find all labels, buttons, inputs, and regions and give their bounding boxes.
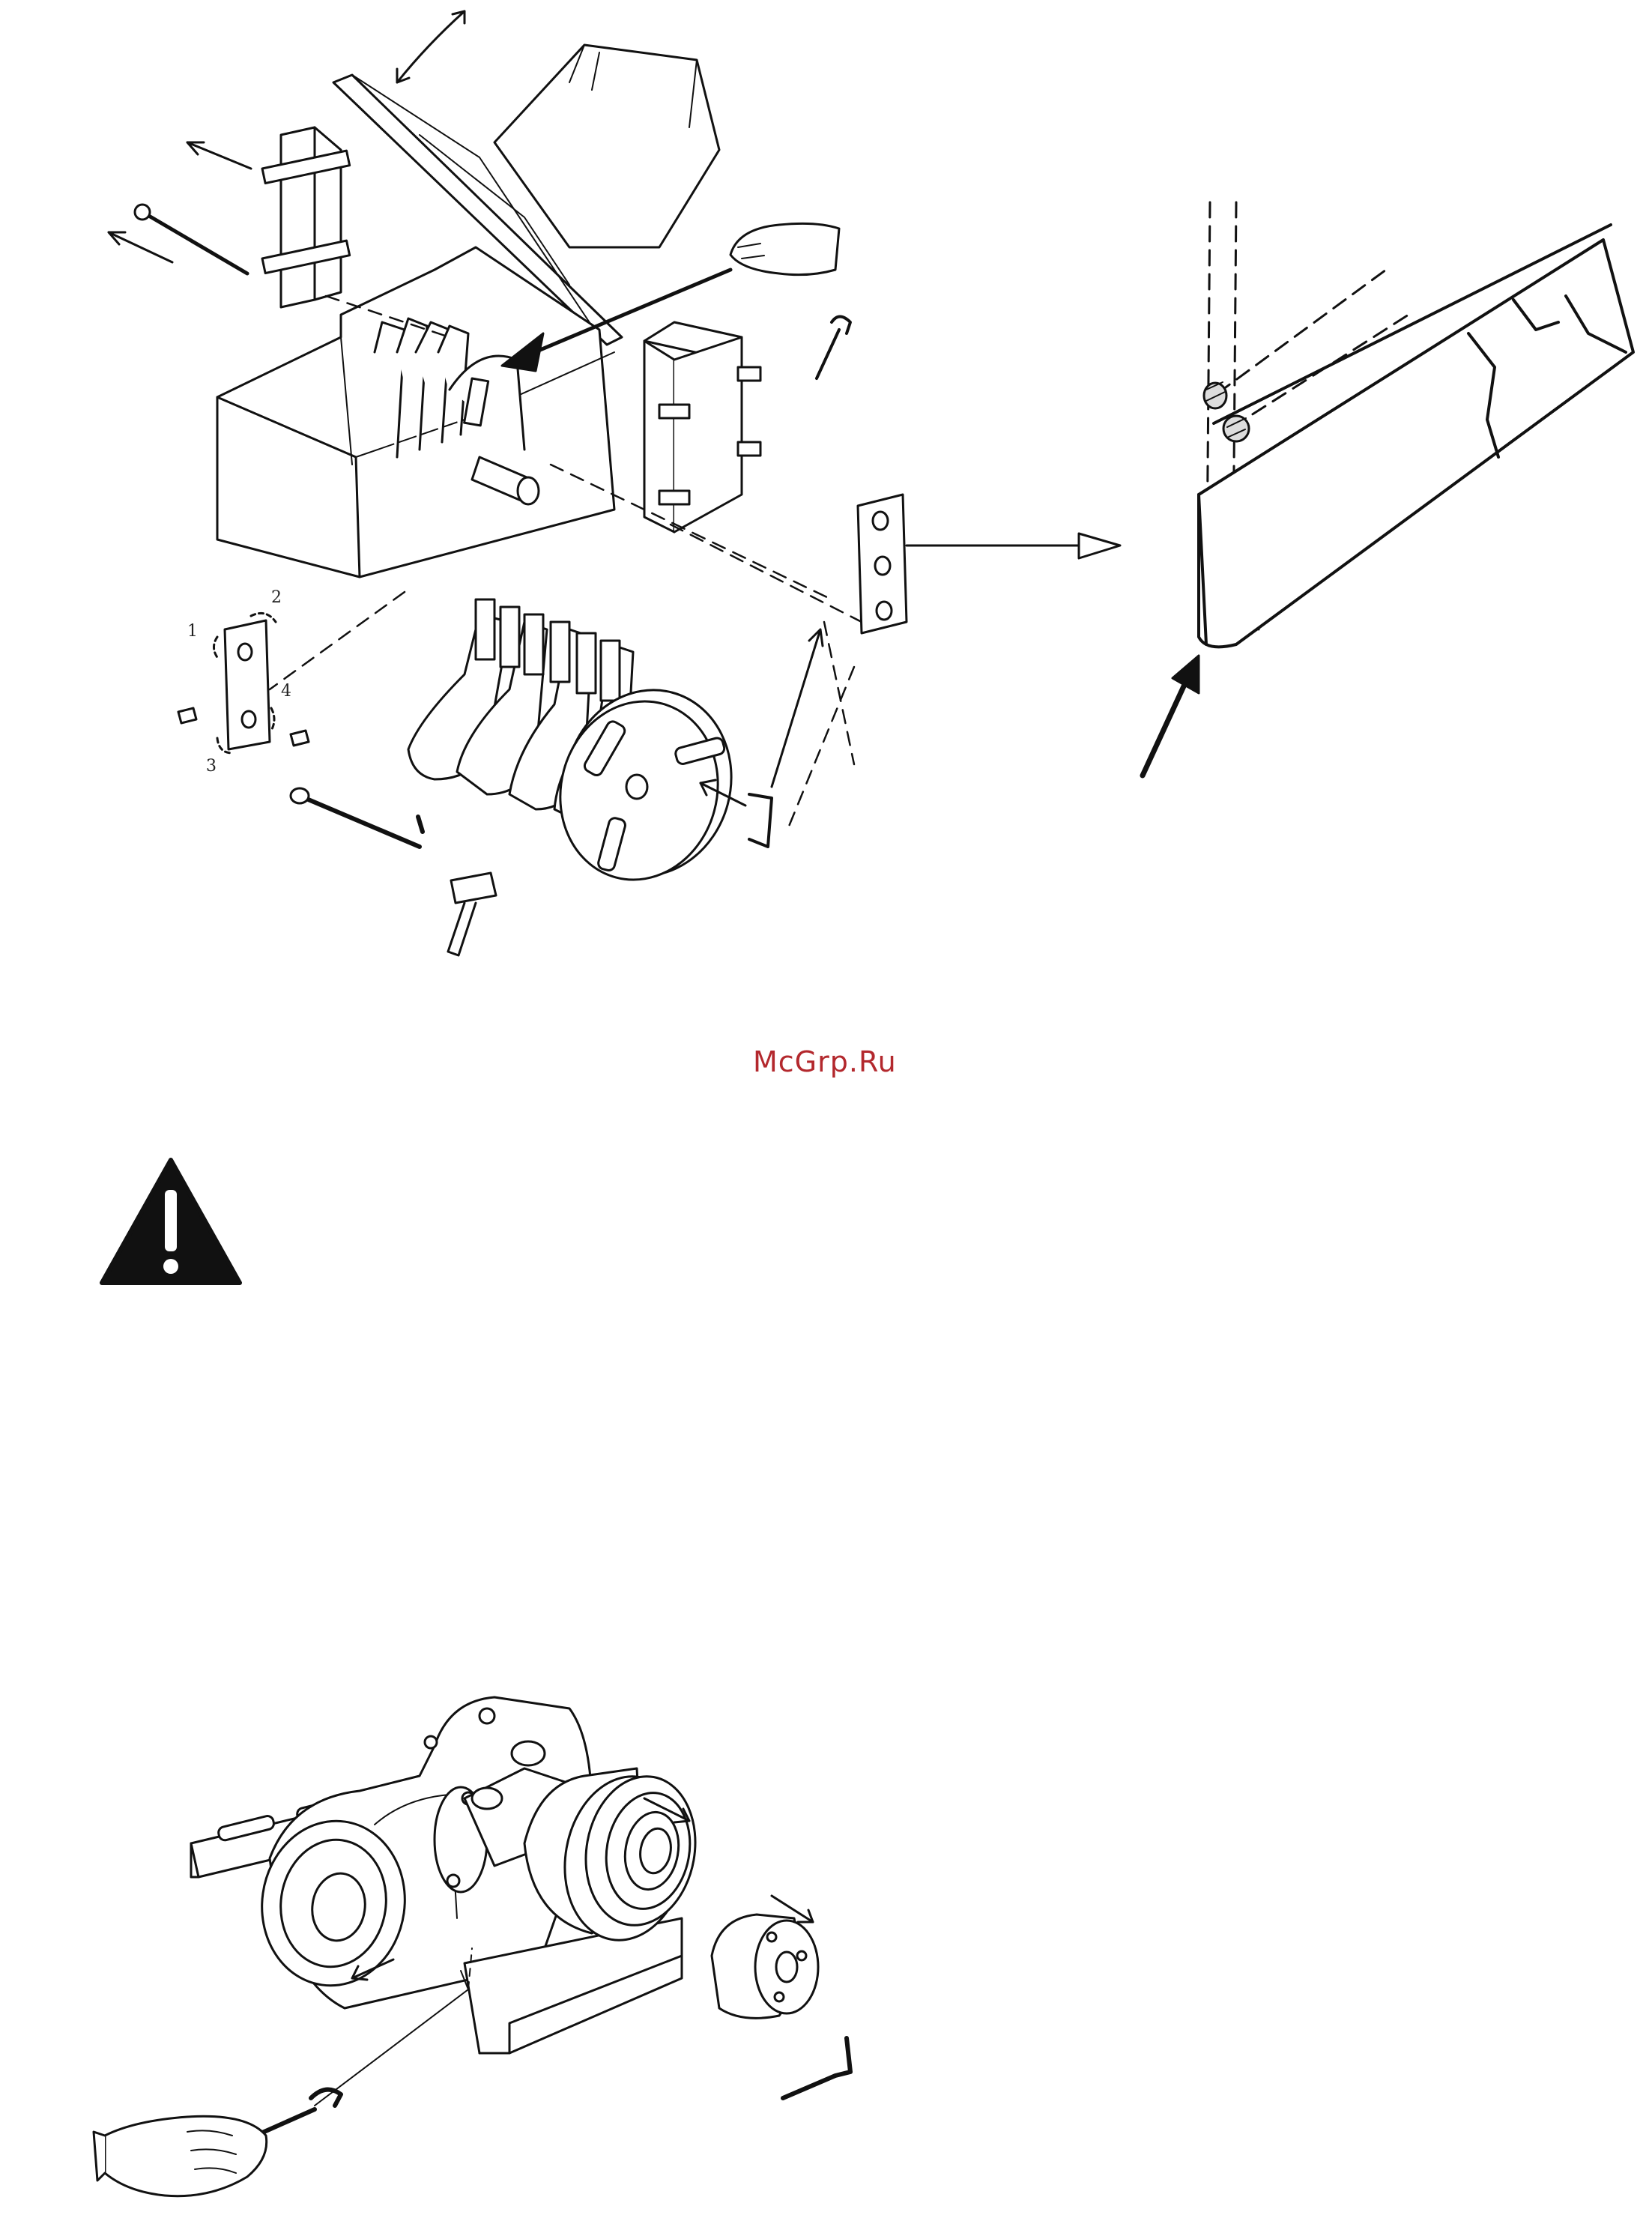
hand-with-wrench <box>94 2116 267 2196</box>
hex-key <box>783 2038 850 2098</box>
taper-bushing <box>712 1915 818 2018</box>
